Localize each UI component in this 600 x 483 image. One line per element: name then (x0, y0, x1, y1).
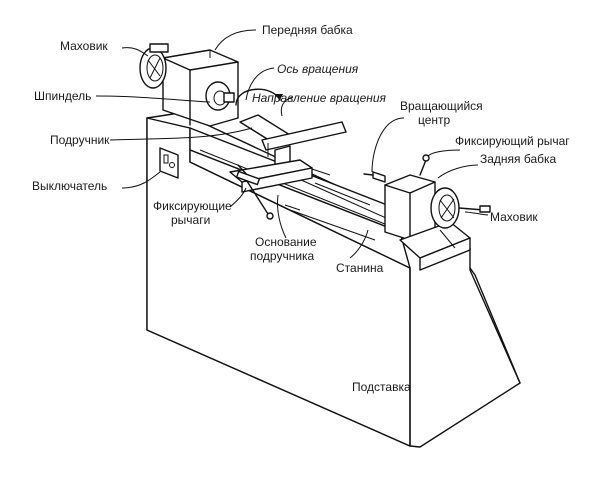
label-headstock: Передняя бабка (262, 23, 353, 37)
stand (146, 111, 521, 448)
label-rest-base-2: подручника (250, 249, 315, 263)
switch-device (159, 147, 179, 179)
label-axis-rotation: Ось вращения (277, 62, 359, 76)
label-handwheel-left: Маховик (60, 39, 108, 53)
rotation-arrow (235, 88, 283, 106)
label-spindle: Шпиндель (34, 89, 91, 103)
label-live-center-2: центр (418, 113, 451, 127)
label-bed: Станина (336, 261, 384, 275)
headstock (139, 43, 239, 127)
label-locking-lever: Фиксирующий рычаг (455, 134, 570, 148)
labels: Маховик Передняя бабка Ось вращения Шпин… (32, 23, 570, 394)
label-rest-base-1: Основание (255, 235, 317, 249)
label-stand: Подставка (352, 380, 411, 394)
label-tailstock: Задняя бабка (480, 152, 557, 166)
tool-rest (229, 114, 347, 220)
leader-lines (95, 29, 489, 259)
label-rotation-direction: Направление вращения (252, 91, 387, 105)
label-switch: Выключатель (32, 179, 107, 193)
label-tool-rest: Подручник (50, 133, 110, 147)
label-locking-levers-2: рычаги (171, 213, 210, 227)
label-live-center-1: Вращающийся (400, 99, 483, 113)
label-locking-levers-1: Фиксирующие (153, 199, 232, 213)
tailstock (363, 154, 491, 271)
label-handwheel-right: Маховик (490, 210, 538, 224)
